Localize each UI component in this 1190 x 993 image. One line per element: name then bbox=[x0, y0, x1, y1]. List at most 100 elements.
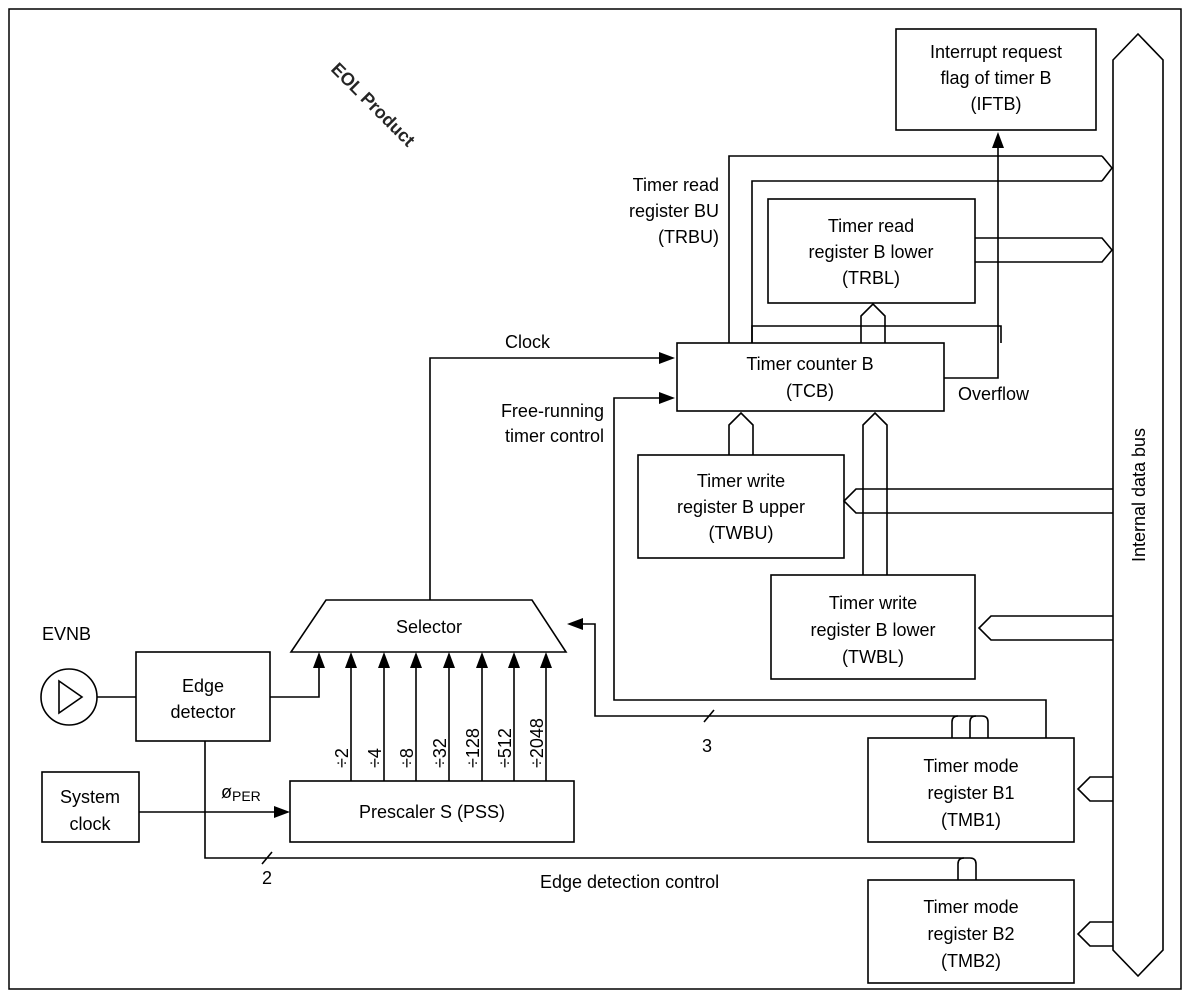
iftb-block bbox=[895, 28, 1097, 131]
trbl-loop-line bbox=[751, 325, 1002, 343]
tcb-block bbox=[676, 342, 945, 412]
bus-to-twbl-arrow bbox=[977, 615, 1113, 641]
bus-width-2-slash bbox=[261, 851, 273, 865]
divider-tap-arrowhead bbox=[378, 652, 390, 668]
edge-detector-line-2: detector bbox=[170, 702, 235, 722]
prescaler-divider-taps: ÷2 ÷4 ÷8 ÷32 ÷128 ÷512 ÷2048 bbox=[332, 652, 552, 781]
selector-control-line-3 bbox=[951, 715, 959, 738]
clock-label: Clock bbox=[505, 332, 551, 352]
internal-bus-label: Internal data bus bbox=[1129, 428, 1149, 562]
divider-label: ÷32 bbox=[430, 738, 450, 768]
phi-per-arrowhead bbox=[274, 806, 290, 818]
overflow-arrowhead bbox=[992, 132, 1004, 148]
selector-block bbox=[289, 599, 568, 653]
trbu-line-1: Timer read bbox=[633, 175, 719, 195]
tmb2-line-1: Timer mode bbox=[923, 897, 1018, 917]
twbl-block bbox=[770, 574, 976, 680]
selector-control-line bbox=[583, 623, 989, 738]
bus-width-2: 2 bbox=[262, 868, 272, 888]
twbu-block bbox=[637, 454, 845, 559]
divider-tap-arrowhead bbox=[476, 652, 488, 668]
tmb2-block bbox=[867, 879, 1075, 984]
divider-label: ÷2 bbox=[332, 748, 352, 768]
phi-per-symbol: ø bbox=[221, 782, 232, 802]
trbu-bus-head bbox=[1101, 155, 1114, 182]
edge-detector-block bbox=[135, 651, 271, 742]
divider-tap-arrowhead bbox=[410, 652, 422, 668]
trbu-bus-inner bbox=[751, 180, 1102, 343]
tcb-line-1: Timer counter B bbox=[746, 354, 873, 374]
tmb2-line-3: (TMB2) bbox=[941, 951, 1001, 971]
twbl-line-1: Timer write bbox=[829, 593, 917, 613]
watermark-text: EOL Product bbox=[327, 59, 419, 151]
divider-label: ÷8 bbox=[397, 748, 417, 768]
iftb-line-1: Interrupt request bbox=[930, 42, 1062, 62]
phi-per-subscript: PER bbox=[232, 788, 261, 804]
divider-label: ÷4 bbox=[365, 748, 385, 768]
twbl-to-tcb-arrow bbox=[862, 411, 888, 575]
trbl-line-1: Timer read bbox=[828, 216, 914, 236]
clock-arrowhead bbox=[659, 352, 675, 364]
divider-tap-arrowhead bbox=[540, 652, 552, 668]
tcb-line-2: (TCB) bbox=[786, 381, 834, 401]
twbu-line-2: register B upper bbox=[677, 497, 805, 517]
bus-width-3: 3 bbox=[702, 736, 712, 756]
divider-label: ÷128 bbox=[463, 728, 483, 768]
free-running-line-1: Free-running bbox=[501, 401, 604, 421]
tmb1-line-3: (TMB1) bbox=[941, 810, 1001, 830]
trbu-line-3: (TRBU) bbox=[658, 227, 719, 247]
tmb1-block bbox=[867, 737, 1075, 843]
bus-to-twbu-arrow bbox=[842, 488, 1113, 514]
edge-detector-line-1: Edge bbox=[182, 676, 224, 696]
divider-label: ÷512 bbox=[495, 728, 515, 768]
selector-control-line-2 bbox=[969, 715, 977, 738]
twbu-line-1: Timer write bbox=[697, 471, 785, 491]
tmb2-line-2: register B2 bbox=[927, 924, 1014, 944]
clock-line bbox=[429, 357, 661, 600]
system-clock-line-1: System bbox=[60, 787, 120, 807]
tcb-to-trbl-arrow bbox=[860, 302, 886, 343]
twbu-to-tcb-arrow bbox=[728, 411, 754, 455]
divider-tap-arrowhead bbox=[345, 652, 357, 668]
trbl-line-3: (TRBL) bbox=[842, 268, 900, 288]
edge-detection-control-line bbox=[204, 698, 977, 880]
edge-to-selector-arrowhead bbox=[313, 652, 325, 668]
free-running-line-2: timer control bbox=[505, 426, 604, 446]
iftb-line-2: flag of timer B bbox=[940, 68, 1051, 88]
free-running-arrowhead bbox=[659, 392, 675, 404]
trbl-line-2: register B lower bbox=[808, 242, 933, 262]
prescaler-label: Prescaler S (PSS) bbox=[359, 802, 505, 822]
tmb1-line-1: Timer mode bbox=[923, 756, 1018, 776]
iftb-line-3: (IFTB) bbox=[971, 94, 1022, 114]
evnb-label: EVNB bbox=[42, 624, 91, 644]
twbu-line-3: (TWBU) bbox=[709, 523, 774, 543]
system-clock-block bbox=[41, 771, 140, 843]
divider-label: ÷2048 bbox=[527, 718, 547, 768]
twbl-line-2: register B lower bbox=[810, 620, 935, 640]
edge-detection-control-label: Edge detection control bbox=[540, 872, 719, 892]
overflow-line bbox=[944, 146, 999, 379]
divider-tap-arrowhead bbox=[443, 652, 455, 668]
bus-to-tmb2-arrow bbox=[1076, 921, 1113, 947]
edge-detection-control-line-2 bbox=[957, 857, 965, 880]
free-running-control-line bbox=[613, 397, 1047, 738]
bus-width-3-slash bbox=[703, 709, 715, 723]
prescaler-block bbox=[289, 780, 575, 843]
evnb-input-circle bbox=[40, 668, 98, 726]
divider-tap-arrowhead bbox=[508, 652, 520, 668]
trbl-block bbox=[767, 198, 976, 304]
system-clock-line-2: clock bbox=[69, 814, 111, 834]
edge-to-selector-line bbox=[270, 666, 320, 698]
tmb1-line-2: register B1 bbox=[927, 783, 1014, 803]
trbu-line-2: register BU bbox=[629, 201, 719, 221]
selector-label: Selector bbox=[396, 617, 462, 637]
selector-control-arrowhead bbox=[567, 618, 583, 630]
twbl-line-3: (TWBL) bbox=[842, 647, 904, 667]
trbu-bus-outer bbox=[728, 155, 1102, 343]
phi-per-label: øPER bbox=[221, 782, 261, 804]
bus-to-tmb1-arrow bbox=[1076, 776, 1113, 802]
eol-watermark: EOL Product bbox=[327, 59, 419, 151]
diagram-frame bbox=[8, 8, 1182, 990]
trbl-to-bus-arrow bbox=[975, 237, 1114, 263]
